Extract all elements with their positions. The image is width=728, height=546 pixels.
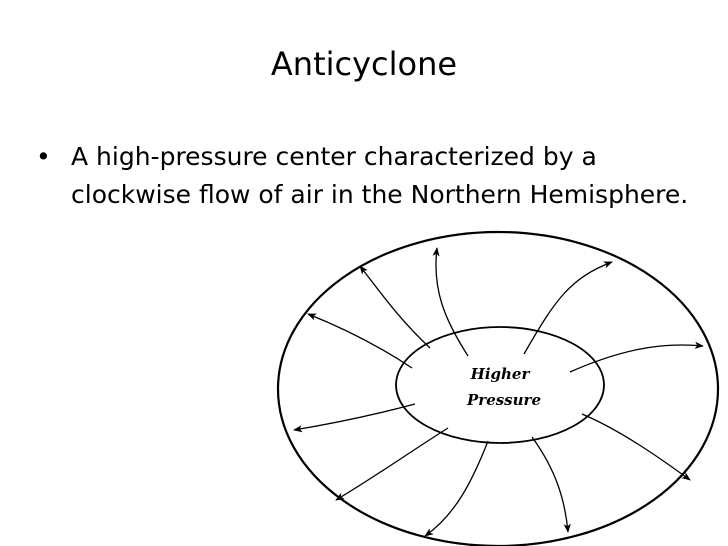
bullet-marker: • (36, 142, 51, 171)
center-label-pressure: Pressure (466, 391, 541, 409)
flow-arrow (307, 313, 413, 369)
bullet-text: A high-pressure center characterized by … (71, 142, 689, 209)
bullet-list: • A high-pressure center characterized b… (36, 138, 716, 214)
flow-arrow (424, 440, 489, 537)
flow-arrow (335, 427, 449, 501)
flow-arrow (359, 265, 431, 349)
flow-arrow (531, 436, 571, 533)
flow-arrow (581, 413, 691, 481)
slide-title: Anticyclone (270, 45, 458, 83)
center-label-higher: Higher (470, 365, 531, 383)
bullet-item: • A high-pressure center characterized b… (36, 138, 716, 214)
inner-ellipse (395, 326, 605, 444)
flow-arrow (293, 403, 416, 433)
flow-arrows (293, 247, 704, 537)
flow-arrow (523, 261, 613, 355)
outer-ellipse (276, 230, 720, 546)
flow-arrow (569, 341, 704, 373)
flow-arrow (432, 247, 469, 357)
